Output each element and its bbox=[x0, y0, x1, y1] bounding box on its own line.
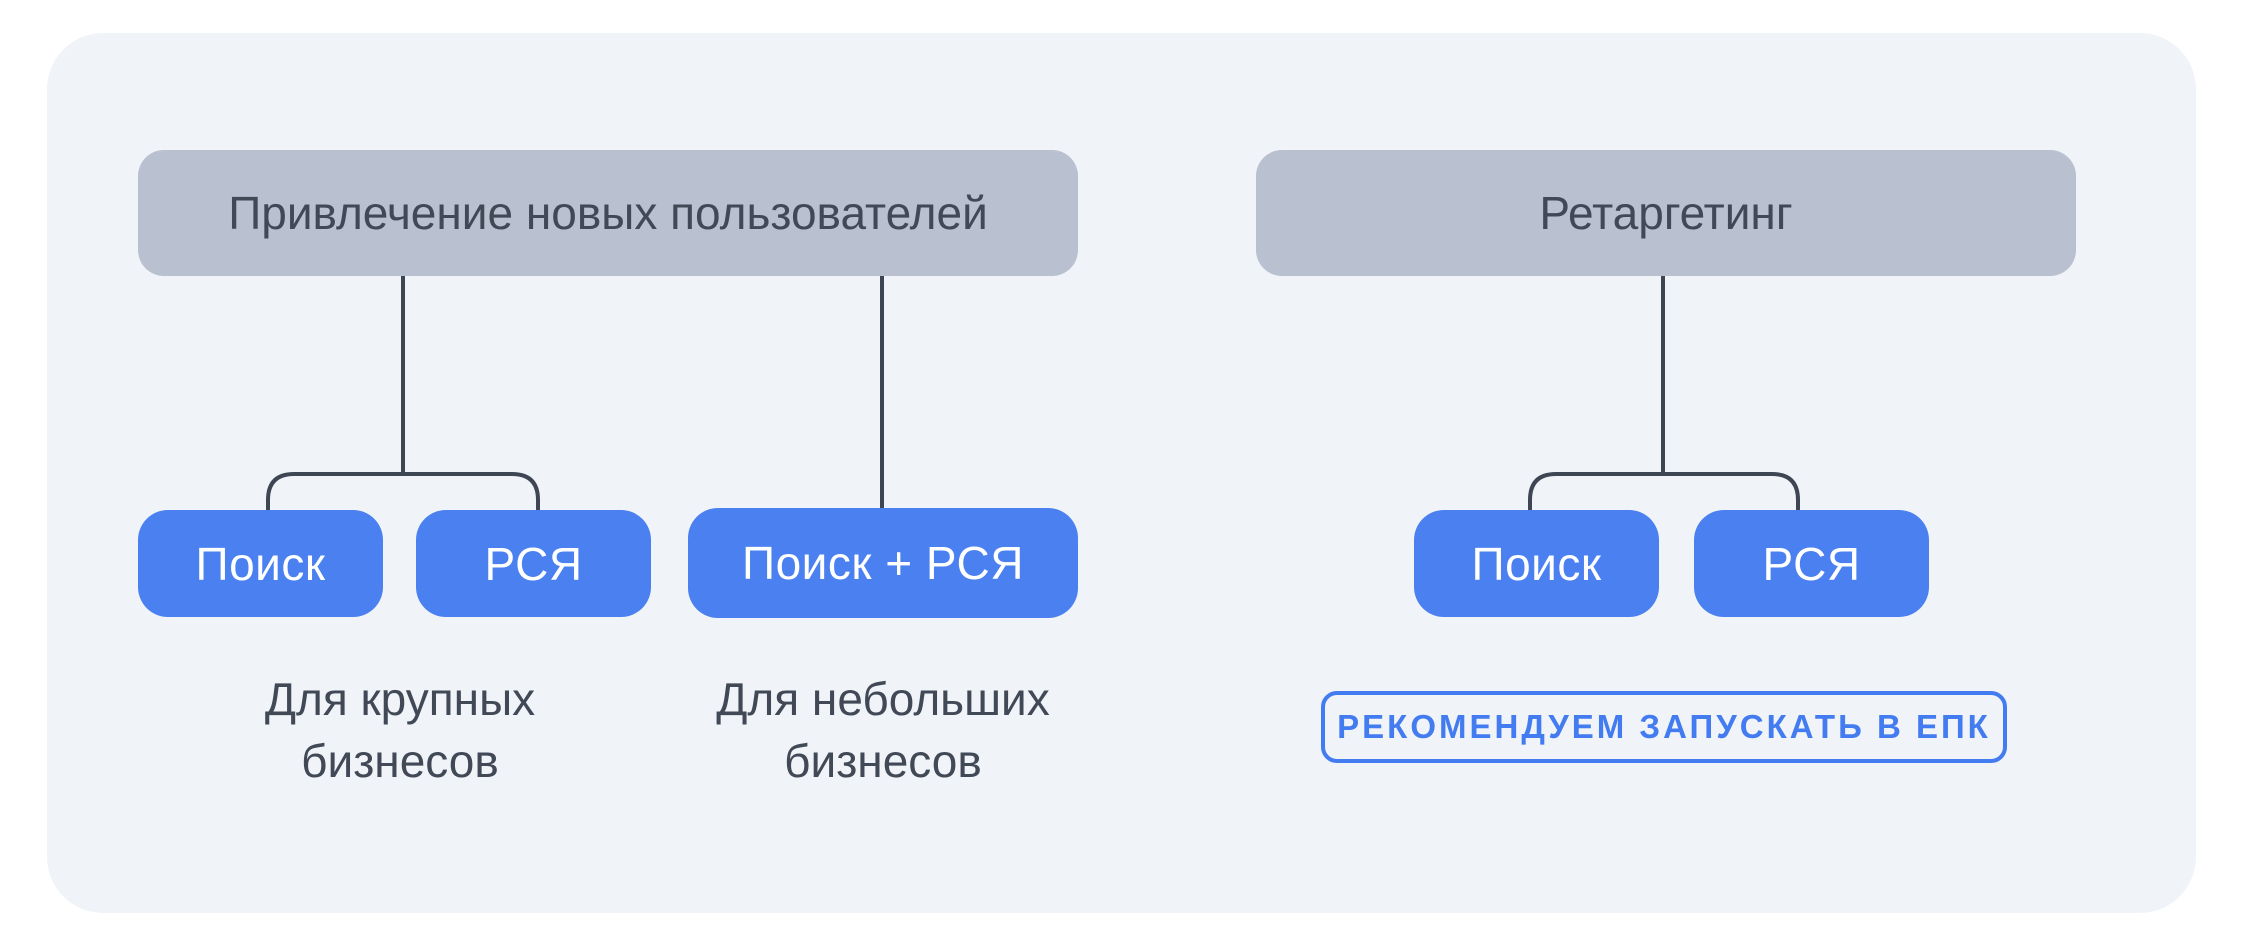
node-search-left: Поиск bbox=[138, 510, 383, 617]
node-search-right-label: Поиск bbox=[1471, 537, 1602, 590]
node-search-right: Поиск bbox=[1414, 510, 1659, 617]
node-rsya-right-label: РСЯ bbox=[1762, 537, 1861, 590]
node-rsya-left-label: РСЯ bbox=[484, 537, 583, 590]
node-search-left-label: Поиск bbox=[195, 537, 326, 590]
node-rsya-right: РСЯ bbox=[1694, 510, 1929, 617]
node-search-plus-rsya-label: Поиск + РСЯ bbox=[742, 537, 1024, 589]
recommendation-badge-label: РЕКОМЕНДУЕМ ЗАПУСКАТЬ В ЕПК bbox=[1337, 708, 1991, 745]
root-node-new-users: Привлечение новых пользователей bbox=[138, 150, 1078, 276]
root-node-new-users-label: Привлечение новых пользователей bbox=[228, 187, 988, 239]
caption-small-business: Для небольших бизнесов bbox=[716, 673, 1050, 787]
root-node-retargeting: Ретаргетинг bbox=[1256, 150, 2076, 276]
recommendation-badge: РЕКОМЕНДУЕМ ЗАПУСКАТЬ В ЕПК bbox=[1321, 691, 2007, 763]
node-rsya-left: РСЯ bbox=[416, 510, 651, 617]
node-search-plus-rsya: Поиск + РСЯ bbox=[688, 508, 1078, 618]
root-node-retargeting-label: Ретаргетинг bbox=[1539, 187, 1793, 239]
caption-large-business: Для крупных бизнесов bbox=[264, 673, 536, 787]
